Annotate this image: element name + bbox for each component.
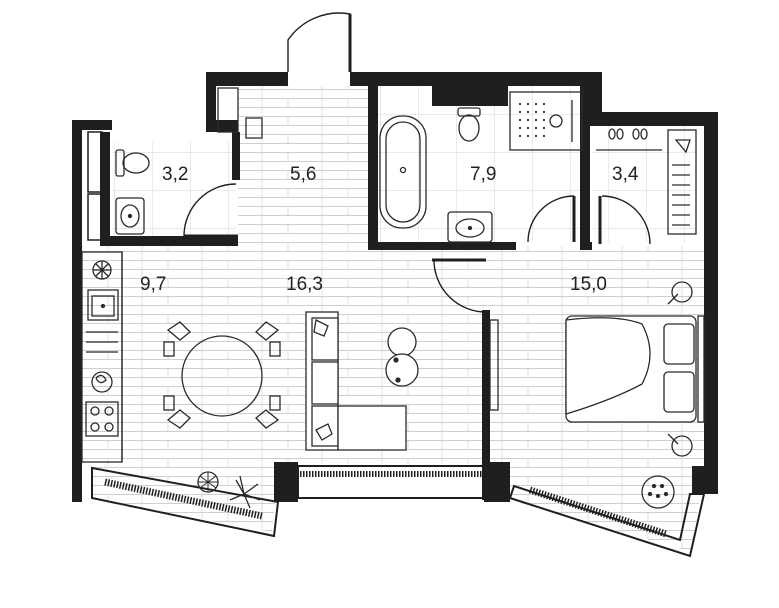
room-area-living: 16,3 [286,274,323,295]
bedroom-wardrobe [489,319,499,411]
plant-icon [229,475,261,509]
round-chair-icon [641,475,675,509]
wall-segment [350,72,600,86]
wall-segment [274,462,298,502]
shoes-icon [596,128,662,151]
fixtures [81,87,705,509]
washer-icon [91,371,113,393]
bed-icon [565,315,705,423]
wc-floor [112,142,236,240]
toilet-icon [457,107,481,142]
stove-icon [85,401,119,437]
room-labels: 3,2 5,6 7,9 3,4 9,7 16,3 15,0 [140,164,639,295]
kitchen-bay-window [91,466,280,538]
doors [183,12,651,313]
kitchen-bay-floor [92,464,280,532]
dining-table-icon [163,321,281,429]
sofa-icon [305,311,407,451]
bathroom-door[interactable] [527,195,575,243]
wall-segment [206,72,216,132]
shower-icon [509,91,583,151]
towel-rail-icon [667,129,697,235]
bedroom-door[interactable] [433,259,487,313]
bathtub-icon [379,115,427,229]
room-area-wc: 3,2 [162,164,188,185]
kitchen-side-window [87,193,103,241]
wall-segment [580,242,592,250]
room-area-kitchen: 9,7 [140,274,166,295]
bathroom-floor [376,86,588,242]
wall-segment [590,112,718,126]
bedroom-bay-floor [510,468,704,552]
wall-segment [232,132,240,180]
lamp-icon [667,281,693,457]
dishwasher-icon [86,331,118,353]
wall-segment [100,236,238,246]
wall-segment [692,466,718,494]
wall-segment [368,242,516,250]
wall-segment [482,310,490,500]
living-window [297,465,485,499]
kitchen-sink-icon [87,289,119,321]
sink-icon [115,197,145,235]
bedroom-bay-window [508,484,706,558]
walls [72,72,718,502]
hall-cabinet [217,87,263,139]
wc-door[interactable] [183,183,237,237]
hall-floor [238,86,370,246]
wall-segment [100,132,110,246]
wall-segment [704,112,718,494]
windows [87,131,706,558]
wall-segment [72,120,112,130]
wall-segment [580,86,590,250]
room-area-wardrobe: 3,4 [612,164,639,185]
wall-segment [206,72,288,86]
kitchen-side-window [87,131,103,193]
coffee-table-icon [385,327,419,387]
sink-icon [447,211,493,243]
wall-segment [432,86,508,106]
toilet-icon [115,149,150,177]
wall-segment [72,120,82,502]
room-area-bedroom: 15,0 [570,274,607,295]
wall-segment [484,462,510,502]
room-area-hall: 5,6 [290,164,316,185]
plant-icon [197,471,219,493]
wardrobe-door[interactable] [601,195,651,245]
room-area-bathroom: 7,9 [470,164,496,185]
main-floor [82,246,484,464]
wall-segment [368,80,378,250]
wall-segment [206,120,238,132]
kitchen-counter [81,251,123,463]
entrance-door[interactable] [287,12,351,72]
wardrobe-floor [592,126,696,242]
fan-icon [92,260,112,280]
